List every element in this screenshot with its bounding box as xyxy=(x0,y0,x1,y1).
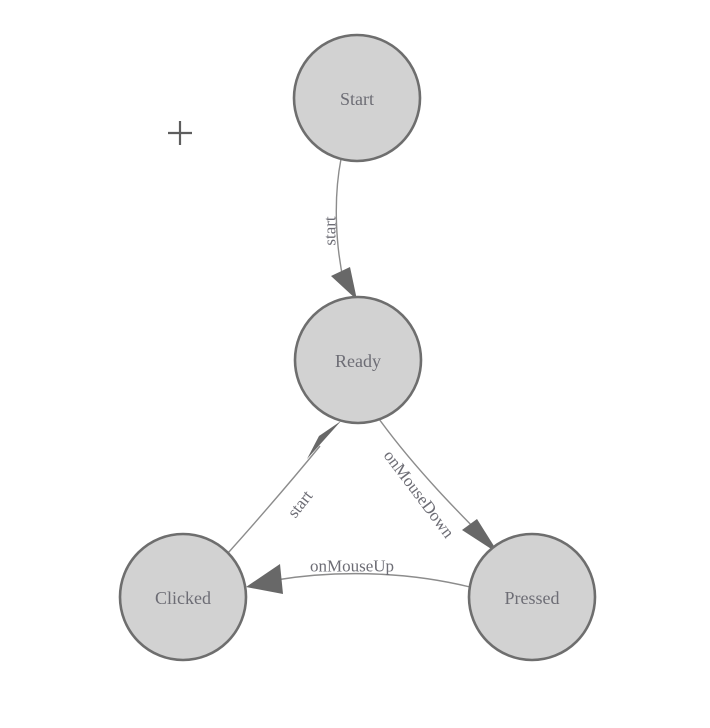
edge-label-ready-to-pressed: onMouseDown xyxy=(380,446,459,542)
node-ready[interactable]: Ready xyxy=(293,295,423,425)
node-clicked[interactable]: Clicked xyxy=(118,532,248,662)
node-start[interactable]: Start xyxy=(292,33,422,163)
node-start-circle[interactable] xyxy=(292,33,422,163)
node-ready-circle[interactable] xyxy=(293,295,423,425)
edge-ready-to-pressed[interactable]: onMouseDown xyxy=(378,418,499,554)
edge-pressed-to-clicked[interactable]: onMouseUp xyxy=(246,557,471,595)
edge-start-to-ready[interactable]: start xyxy=(321,158,358,300)
node-ready-label: Ready xyxy=(335,351,381,371)
node-clicked-label: Clicked xyxy=(155,588,211,608)
arrowhead-clicked-to-ready xyxy=(307,421,341,459)
node-pressed-label: Pressed xyxy=(505,588,560,608)
edge-label-clicked-to-ready: start xyxy=(284,486,317,521)
edge-path-pressed-to-clicked xyxy=(275,572,471,588)
node-pressed[interactable]: Pressed xyxy=(467,532,597,662)
node-pressed-circle[interactable] xyxy=(467,532,597,662)
edge-label-pressed-to-clicked: onMouseUp xyxy=(310,557,394,576)
edge-clicked-to-ready[interactable]: start xyxy=(227,421,341,554)
arrowhead-start-to-ready xyxy=(331,267,357,300)
edge-path-start-to-ready xyxy=(335,158,345,284)
arrowhead-pressed-to-clicked xyxy=(246,564,283,594)
node-start-label: Start xyxy=(340,89,374,109)
edge-label-start-to-ready: start xyxy=(321,216,340,246)
node-clicked-circle[interactable] xyxy=(118,532,248,662)
edge-path-clicked-to-ready xyxy=(227,445,321,554)
arrowhead-ready-to-pressed xyxy=(462,519,499,554)
plus-crosshair-icon xyxy=(168,121,192,145)
